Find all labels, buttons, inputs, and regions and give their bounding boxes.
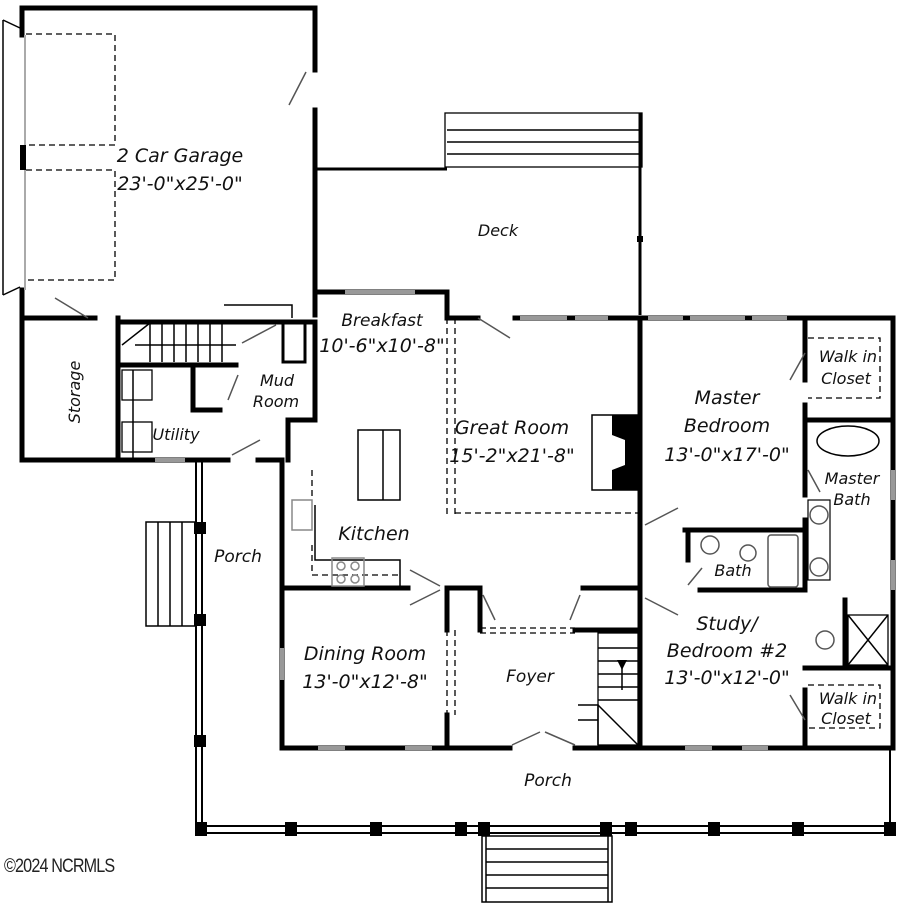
utility-label: Utility [152,425,200,444]
garage-size: 23'-0"x25'-0" [117,173,242,195]
study-label-2: Bedroom #2 [667,640,787,662]
walk-in-closet-study-label-2: Closet [821,709,872,728]
kitchen-label: Kitchen [338,523,409,545]
front-porch-label: Porch [524,771,572,791]
dining-room-size: 13'-0"x12'-8" [302,671,427,693]
room-labels: 2 Car Garage 23'-0"x25'-0" Deck Breakfas… [65,145,881,791]
study-size: 13'-0"x12'-0" [664,667,789,689]
deck-label: Deck [478,221,519,240]
garage-area [2,5,318,321]
bath-label: Bath [714,561,751,580]
house-walls [19,289,896,751]
fixtures [121,322,889,746]
watermark: ©2024 NCRMLS [4,856,115,877]
mud-room-label-2: Room [253,392,299,411]
great-room-label: Great Room [455,417,569,439]
great-room-size: 15'-2"x21'-8" [449,445,574,467]
master-bedroom-label-2: Bedroom [684,415,770,437]
breakfast-label: Breakfast [341,311,424,331]
porch-structure [145,462,896,903]
side-porch-label: Porch [214,547,262,567]
walk-in-closet-master-label-2: Closet [821,369,872,388]
interior-walls [115,304,896,751]
master-bedroom-label-1: Master [695,387,761,409]
dining-room-label: Dining Room [304,643,426,665]
deck-area [315,112,643,315]
foyer-label: Foyer [506,667,555,687]
breakfast-size: 10'-6"x10'-8" [319,335,444,357]
garage-label: 2 Car Garage [117,145,243,167]
walk-in-closet-study-label-1: Walk in [819,689,877,708]
storage-label: Storage [65,361,84,424]
master-bedroom-size: 13'-0"x17'-0" [664,444,789,466]
master-bath-label-2: Bath [833,490,870,509]
mud-room-label-1: Mud [260,371,295,390]
study-label-1: Study/ [696,613,760,635]
doors [227,317,821,746]
walk-in-closet-master-label-1: Walk in [819,347,877,366]
master-bath-label-1: Master [825,469,881,488]
